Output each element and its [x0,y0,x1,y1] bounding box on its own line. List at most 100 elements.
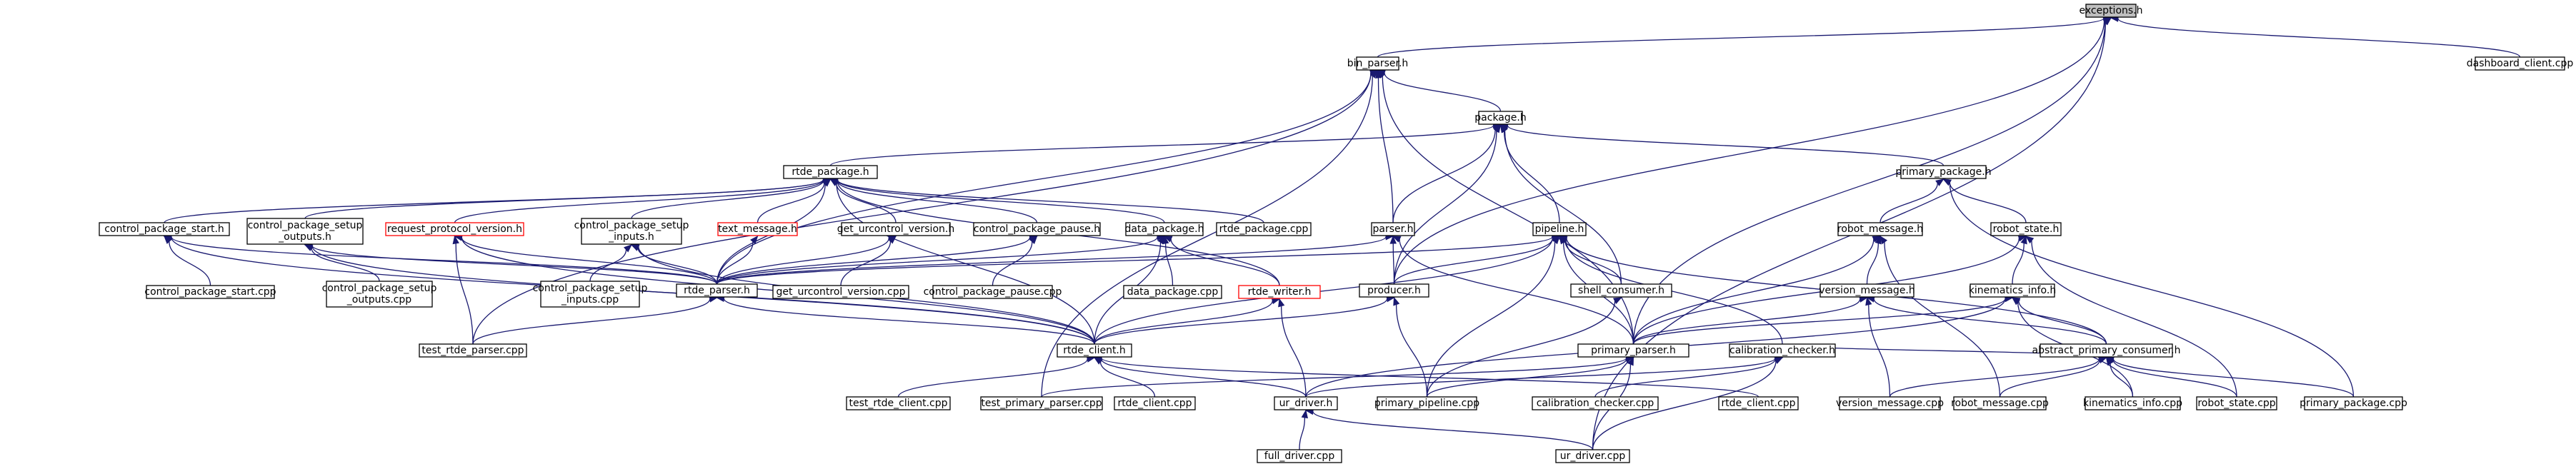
node-box-control-package-start-h[interactable] [99,222,230,236]
node-box-bin-parser-h[interactable] [1356,56,1399,71]
node-label-control-package-setup-inputs-cpp[interactable]: _inputs.cpp [561,294,619,306]
node-label-exceptions-h[interactable]: exceptions.h [2079,5,2142,16]
node-label-rtde-package-cpp[interactable]: rtde_package.cpp [1219,223,1309,235]
node-text-message-h[interactable]: text_message.h [717,222,798,236]
node-box-version-message-h[interactable] [1819,283,1914,298]
node-box-test-rtde-parser-cpp[interactable] [419,343,527,358]
node-label-test-rtde-client-cpp[interactable]: test_rtde_client.cpp [849,398,947,409]
node-label-version-message-cpp[interactable]: version_message.cpp [1836,398,1944,409]
node-label-control-package-setup-inputs-h[interactable]: _inputs.h [608,231,654,243]
node-control-package-setup-inputs-cpp[interactable]: control_package_setup_inputs.cpp [533,281,648,308]
node-box-robot-state-cpp[interactable] [2196,396,2277,410]
node-test-rtde-parser-cpp[interactable]: test_rtde_parser.cpp [419,343,527,358]
node-label-control-package-start-h[interactable]: control_package_start.h [104,223,224,235]
node-label-parser-h[interactable]: parser.h [1373,223,1414,235]
node-rtde-package-cpp[interactable]: rtde_package.cpp [1216,222,1312,236]
node-label-pipeline-h[interactable]: pipeline.h [1535,223,1584,235]
node-box-robot-message-cpp[interactable] [1953,396,2047,410]
node-get-urcontrol-version-cpp[interactable]: get_urcontrol_version.cpp [772,285,909,299]
node-label-ur-driver-cpp[interactable]: ur_driver.cpp [1560,450,1626,462]
node-label-shell-consumer-h[interactable]: shell_consumer.h [1578,285,1664,296]
node-producer-h[interactable]: producer.h [1359,283,1429,298]
node-label-producer-h[interactable]: producer.h [1367,285,1421,296]
node-shell-consumer-h[interactable]: shell_consumer.h [1570,283,1672,298]
node-box-rtde-client-cpp-a[interactable] [1114,396,1196,410]
node-box-rtde-package-cpp[interactable] [1216,222,1312,236]
node-get-urcontrol-version-h[interactable]: get_urcontrol_version.h [837,222,954,236]
node-box-test-rtde-client-cpp[interactable] [846,396,951,410]
node-label-robot-state-h[interactable]: robot_state.h [1993,223,2060,235]
node-label-kinematics-info-cpp[interactable]: kinematics_info.cpp [2083,398,2182,409]
node-label-control-package-setup-outputs-h[interactable]: control_package_setup [248,220,363,231]
node-exceptions-h[interactable]: exceptions.h [2079,4,2143,18]
node-box-ur-driver-h[interactable] [1274,396,1338,410]
node-box-robot-message-h[interactable] [1837,222,1923,236]
node-box-primary-pipeline-cpp[interactable] [1377,396,1477,410]
node-box-exceptions-h[interactable] [2085,4,2137,18]
node-box-rtde-package-h[interactable] [783,165,878,179]
node-label-full-driver-cpp[interactable]: full_driver.cpp [1264,450,1335,462]
node-robot-message-cpp[interactable]: robot_message.cpp [1951,396,2049,410]
node-label-abstract-primary-consumer-h[interactable]: abstract_primary_consumer.h [2032,345,2181,356]
node-label-rtde-client-cpp-b[interactable]: rtde_client.cpp [1721,398,1795,409]
node-label-data-package-cpp[interactable]: data_package.cpp [1127,286,1219,298]
node-rtde-writer-h[interactable]: rtde_writer.h [1238,285,1321,299]
node-data-package-cpp[interactable]: data_package.cpp [1123,285,1222,299]
node-box-full-driver-cpp[interactable] [1257,449,1342,463]
node-rtde-client-cpp-a[interactable]: rtde_client.cpp [1114,396,1196,410]
node-label-primary-parser-h[interactable]: primary_parser.h [1591,345,1676,356]
node-label-ur-driver-h[interactable]: ur_driver.h [1279,398,1333,409]
node-box-abstract-primary-consumer-h[interactable] [2040,343,2173,358]
node-label-kinematics-info-h[interactable]: kinematics_info.h [1969,285,2056,296]
node-label-dashboard-client-cpp[interactable]: dashboard_client.cpp [2467,58,2574,69]
node-rtde-client-cpp-b[interactable]: rtde_client.cpp [1718,396,1799,410]
node-label-test-primary-parser-cpp[interactable]: test_primary_parser.cpp [981,398,1102,409]
node-robot-state-h[interactable]: robot_state.h [1990,222,2062,236]
node-full-driver-cpp[interactable]: full_driver.cpp [1257,449,1342,463]
node-label-robot-state-cpp[interactable]: robot_state.cpp [2197,398,2275,409]
node-bin-parser-h[interactable]: bin_parser.h [1347,56,1409,71]
node-control-package-setup-inputs-h[interactable]: control_package_setup_inputs.h [574,218,689,245]
node-box-rtde-parser-h[interactable] [676,283,758,298]
node-label-primary-package-cpp[interactable]: primary_package.cpp [2300,398,2407,409]
node-box-parser-h[interactable] [1371,222,1415,236]
node-data-package-h[interactable]: data_package.h [1125,222,1204,236]
node-label-request-protocol-version-h[interactable]: request_protocol_version.h [387,223,522,235]
node-label-package-h[interactable]: package.h [1474,112,1526,123]
node-version-message-cpp[interactable]: version_message.cpp [1836,396,1944,410]
node-label-rtde-client-h[interactable]: rtde_client.h [1063,345,1126,356]
node-label-version-message-h[interactable]: version_message.h [1819,285,1915,296]
node-primary-pipeline-cpp[interactable]: primary_pipeline.cpp [1374,396,1479,410]
node-rtde-package-h[interactable]: rtde_package.h [783,165,878,179]
node-box-shell-consumer-h[interactable] [1570,283,1672,298]
node-test-primary-parser-cpp[interactable]: test_primary_parser.cpp [980,396,1103,410]
node-box-pipeline-h[interactable] [1532,222,1587,236]
node-label-rtde-client-cpp-a[interactable]: rtde_client.cpp [1117,398,1192,409]
node-kinematics-info-cpp[interactable]: kinematics_info.cpp [2083,396,2182,410]
node-box-test-primary-parser-cpp[interactable] [980,396,1103,410]
node-label-control-package-pause-cpp[interactable]: control_package_pause.cpp [924,286,1062,298]
node-label-rtde-writer-h[interactable]: rtde_writer.h [1248,286,1312,298]
node-box-control-package-setup-outputs-cpp[interactable] [326,281,433,308]
node-rtde-client-h[interactable]: rtde_client.h [1057,343,1132,358]
node-primary-package-cpp[interactable]: primary_package.cpp [2300,396,2407,410]
node-primary-package-h[interactable]: primary_package.h [1895,165,1992,179]
node-box-rtde-client-h[interactable] [1057,343,1132,358]
node-label-control-package-pause-h[interactable]: control_package_pause.h [974,223,1100,235]
node-label-control-package-setup-inputs-h[interactable]: control_package_setup [574,220,689,231]
node-control-package-setup-outputs-cpp[interactable]: control_package_setup_outputs.cpp [322,281,437,308]
node-label-control-package-setup-outputs-h[interactable]: _outputs.h [278,231,331,243]
node-control-package-pause-cpp[interactable]: control_package_pause.cpp [924,285,1062,299]
node-ur-driver-cpp[interactable]: ur_driver.cpp [1555,449,1630,463]
node-label-control-package-setup-outputs-cpp[interactable]: _outputs.cpp [346,294,412,306]
node-request-protocol-version-h[interactable]: request_protocol_version.h [385,222,524,236]
node-box-control-package-pause-cpp[interactable] [932,285,1053,299]
node-box-request-protocol-version-h[interactable] [385,222,524,236]
node-box-version-message-cpp[interactable] [1839,396,1941,410]
node-dashboard-client-cpp[interactable]: dashboard_client.cpp [2467,56,2574,71]
node-box-rtde-client-cpp-b[interactable] [1718,396,1799,410]
node-label-bin-parser-h[interactable]: bin_parser.h [1347,58,1409,69]
node-control-package-start-cpp[interactable]: control_package_start.cpp [144,285,276,299]
node-box-rtde-writer-h[interactable] [1238,285,1321,299]
node-kinematics-info-h[interactable]: kinematics_info.h [1969,283,2056,298]
